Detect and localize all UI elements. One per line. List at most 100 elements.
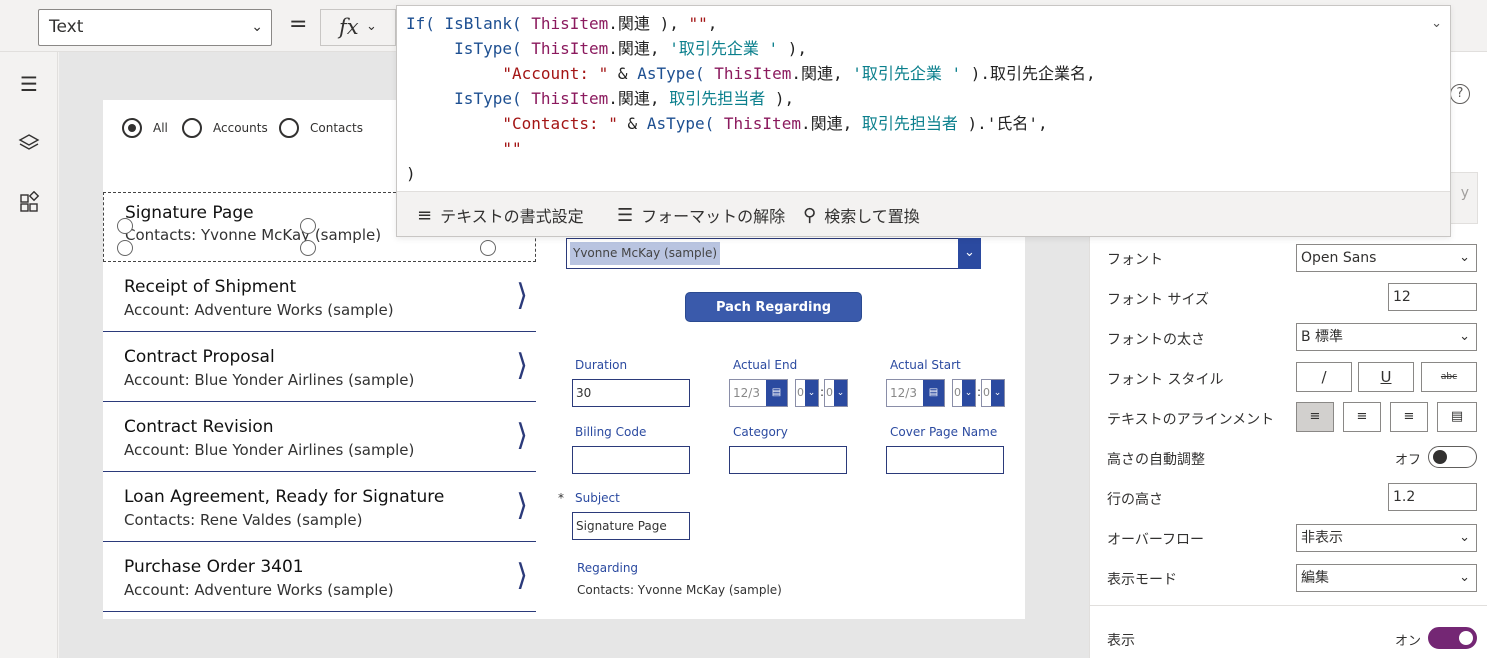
radio-button[interactable] [122, 118, 142, 138]
minute-dropdown[interactable]: 0⌄ [981, 379, 1005, 407]
subject-label: Subject [575, 491, 620, 505]
equals-sign: = [289, 12, 308, 37]
formula-token: .関連, [608, 39, 670, 58]
duration-label: Duration [575, 358, 628, 372]
align-left-button[interactable]: ≡ [1296, 402, 1334, 432]
formula-token: .関連, [791, 64, 853, 83]
resize-handle[interactable] [300, 218, 316, 234]
duration-input[interactable]: 30 [572, 379, 690, 407]
partial-button-label: y [1460, 185, 1469, 201]
resize-handle[interactable] [117, 218, 133, 234]
radio-accounts[interactable]: Accounts [182, 118, 268, 138]
time-separator: : [977, 385, 982, 399]
formula-token: .関連, [608, 89, 670, 108]
cover-page-name-input[interactable] [886, 446, 1004, 474]
toggle-knob [1433, 450, 1447, 464]
hour-dropdown[interactable]: 0⌄ [795, 379, 819, 407]
gallery-item[interactable]: Receipt of Shipment Account: Adventure W… [103, 262, 536, 332]
subject-input[interactable]: Signature Page [572, 512, 690, 540]
calendar-icon[interactable]: ▤ [923, 380, 944, 406]
align-center-button[interactable]: ≡ [1343, 402, 1381, 432]
overflow-dropdown[interactable]: 非表示 ⌄ [1296, 524, 1477, 552]
underline-button[interactable]: U [1358, 362, 1414, 392]
formula-token: AsType( [637, 64, 715, 83]
strikethrough-button[interactable]: abc [1421, 362, 1477, 392]
minute-dropdown[interactable]: 0⌄ [824, 379, 848, 407]
font-size-input[interactable]: 12 [1388, 283, 1477, 311]
overflow-value: 非表示 [1301, 530, 1343, 546]
gallery-item-subtitle: Account: Blue Yonder Airlines (sample) [124, 371, 415, 389]
formula-token: ThisItem [531, 89, 609, 108]
auto-height-toggle[interactable] [1428, 446, 1477, 468]
billing-code-input[interactable] [572, 446, 690, 474]
calendar-icon[interactable]: ▤ [766, 380, 787, 406]
line-height-input[interactable]: 1.2 [1388, 483, 1477, 511]
chevron-right-icon[interactable]: ⟩ [516, 278, 528, 313]
gallery-item[interactable]: Purchase Order 3401 Account: Adventure W… [103, 542, 536, 612]
line-height-label: 行の高さ [1107, 492, 1163, 508]
chevron-right-icon[interactable]: ⟩ [516, 488, 528, 523]
layers-icon[interactable] [17, 132, 41, 156]
align-right-icon: ≡ [1403, 409, 1415, 424]
display-mode-dropdown[interactable]: 編集 ⌄ [1296, 564, 1477, 592]
font-weight-dropdown[interactable]: B 標準 ⌄ [1296, 323, 1477, 351]
hour-dropdown[interactable]: 0⌄ [952, 379, 976, 407]
formula-token: IsType( [454, 39, 532, 58]
radio-contacts[interactable]: Contacts [279, 118, 363, 138]
resize-handle[interactable] [300, 240, 316, 256]
radio-button[interactable] [182, 118, 202, 138]
formula-editor[interactable]: If( IsBlank( ThisItem.関連 ), "", IsType( … [396, 5, 1451, 237]
gallery-item-title: Loan Agreement, Ready for Signature [124, 487, 445, 507]
visible-label: 表示 [1107, 633, 1135, 649]
find-replace-button[interactable]: ⚲ 検索して置換 [803, 203, 920, 227]
radio-all[interactable]: All [122, 118, 168, 138]
patch-regarding-button[interactable]: Pach Regarding [685, 292, 862, 322]
align-right-button[interactable]: ≡ [1390, 402, 1428, 432]
formula-token: ), [765, 89, 795, 108]
components-icon[interactable] [17, 190, 41, 215]
actual-start-date-picker[interactable]: 12/3 ▤ [886, 379, 945, 407]
category-input[interactable] [729, 446, 847, 474]
formula-token: ) [406, 164, 416, 183]
gallery-item-subtitle: Contacts: Rene Valdes (sample) [124, 511, 363, 529]
visible-toggle[interactable] [1428, 627, 1477, 649]
font-dropdown[interactable]: Open Sans ⌄ [1296, 244, 1477, 272]
chevron-right-icon[interactable]: ⟩ [516, 558, 528, 593]
fx-label: fx [339, 15, 359, 39]
formula-code[interactable]: If( IsBlank( ThisItem.関連 ), "", IsType( … [406, 11, 1096, 186]
gallery-item[interactable]: Loan Agreement, Ready for Signature Cont… [103, 472, 536, 542]
formula-code-line: If( IsBlank( ThisItem.関連 ), "", [406, 11, 1096, 36]
help-icon[interactable]: ? [1450, 84, 1470, 104]
chevron-down-icon[interactable]: ⌄ [958, 238, 981, 269]
formula-token: '取引先企業 ' [669, 39, 779, 58]
chevron-down-icon[interactable]: ⌄ [1431, 16, 1442, 31]
chevron-right-icon[interactable]: ⟩ [516, 348, 528, 383]
formula-token [406, 39, 454, 58]
chevron-right-icon[interactable]: ⟩ [516, 418, 528, 453]
formula-code-line: ) [406, 161, 1096, 186]
actual-end-date-picker[interactable]: 12/3 ▤ [729, 379, 788, 407]
formula-code-line: IsType( ThisItem.関連, '取引先企業 ' ), [406, 36, 1096, 61]
text-align-label: テキストのアラインメント [1107, 412, 1275, 428]
property-dropdown[interactable]: Text ⌄ [38, 9, 272, 46]
gallery-item[interactable]: Contract Proposal Account: Blue Yonder A… [103, 332, 536, 402]
font-size-label: フォント サイズ [1107, 292, 1210, 308]
format-text-icon: ≡ [417, 204, 433, 226]
fx-button[interactable]: fx ⌄ [320, 9, 396, 46]
chevron-down-icon: ⌄ [366, 19, 377, 34]
resize-handle[interactable] [117, 240, 133, 256]
gallery-item[interactable]: Contract Revision Account: Blue Yonder A… [103, 402, 536, 472]
radio-button[interactable] [279, 118, 299, 138]
chevron-down-icon: ⌄ [1459, 329, 1470, 344]
align-center-icon: ≡ [1356, 409, 1368, 424]
remove-format-button[interactable]: ☰ フォーマットの解除 [617, 203, 785, 227]
align-justify-button[interactable]: ▤ [1437, 402, 1477, 432]
regarding-combobox[interactable]: Yvonne McKay (sample) ⌄ [566, 238, 981, 269]
formula-token: IsBlank( [444, 14, 532, 33]
italic-button[interactable]: / [1296, 362, 1352, 392]
chevron-down-icon: ⌄ [1459, 570, 1470, 585]
required-asterisk: * [558, 491, 564, 505]
format-text-button[interactable]: ≡ テキストの書式設定 [417, 203, 584, 227]
hamburger-icon[interactable]: ☰ [20, 72, 38, 96]
resize-handle[interactable] [480, 240, 496, 256]
